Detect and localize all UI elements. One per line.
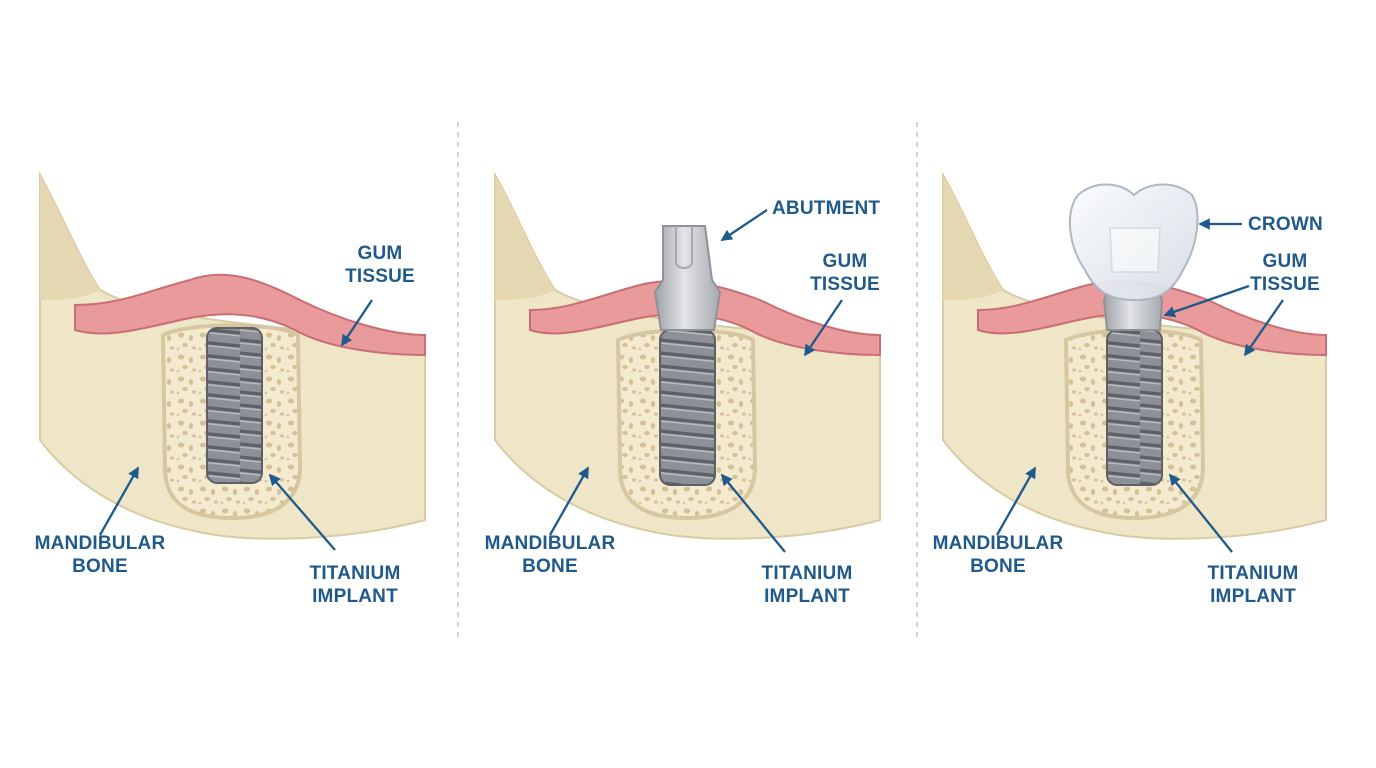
crown-label: CROWN	[1248, 214, 1323, 235]
panel-implant	[39, 171, 426, 540]
arrow-icon	[1244, 299, 1284, 357]
arrow-icon	[804, 299, 843, 357]
panel-abutment	[494, 171, 881, 540]
panel-crown	[942, 171, 1327, 540]
bone-shadow	[943, 175, 1003, 300]
arrow-icon	[1163, 284, 1250, 318]
abutment-label: ABUTMENT	[772, 198, 881, 219]
gum-tissue	[977, 280, 1327, 357]
arrow-icon	[720, 473, 786, 553]
gum-tissue	[74, 273, 426, 357]
bone-shadow	[495, 175, 555, 300]
titanium-implant-icon	[1106, 329, 1163, 486]
gum-tissue	[529, 280, 881, 357]
arrow-icon	[548, 466, 590, 536]
abutment-icon	[653, 225, 722, 331]
arrow-icon	[98, 466, 140, 536]
arrow-icon	[995, 466, 1037, 536]
titanium-implant-icon	[659, 329, 716, 486]
titanium-implant-icon	[206, 327, 263, 484]
arrow-icon	[1168, 473, 1233, 553]
arrow-icon	[720, 209, 768, 241]
arrow-icon	[341, 299, 373, 347]
arrow-icon	[268, 473, 336, 551]
bone-shadow	[40, 175, 100, 300]
